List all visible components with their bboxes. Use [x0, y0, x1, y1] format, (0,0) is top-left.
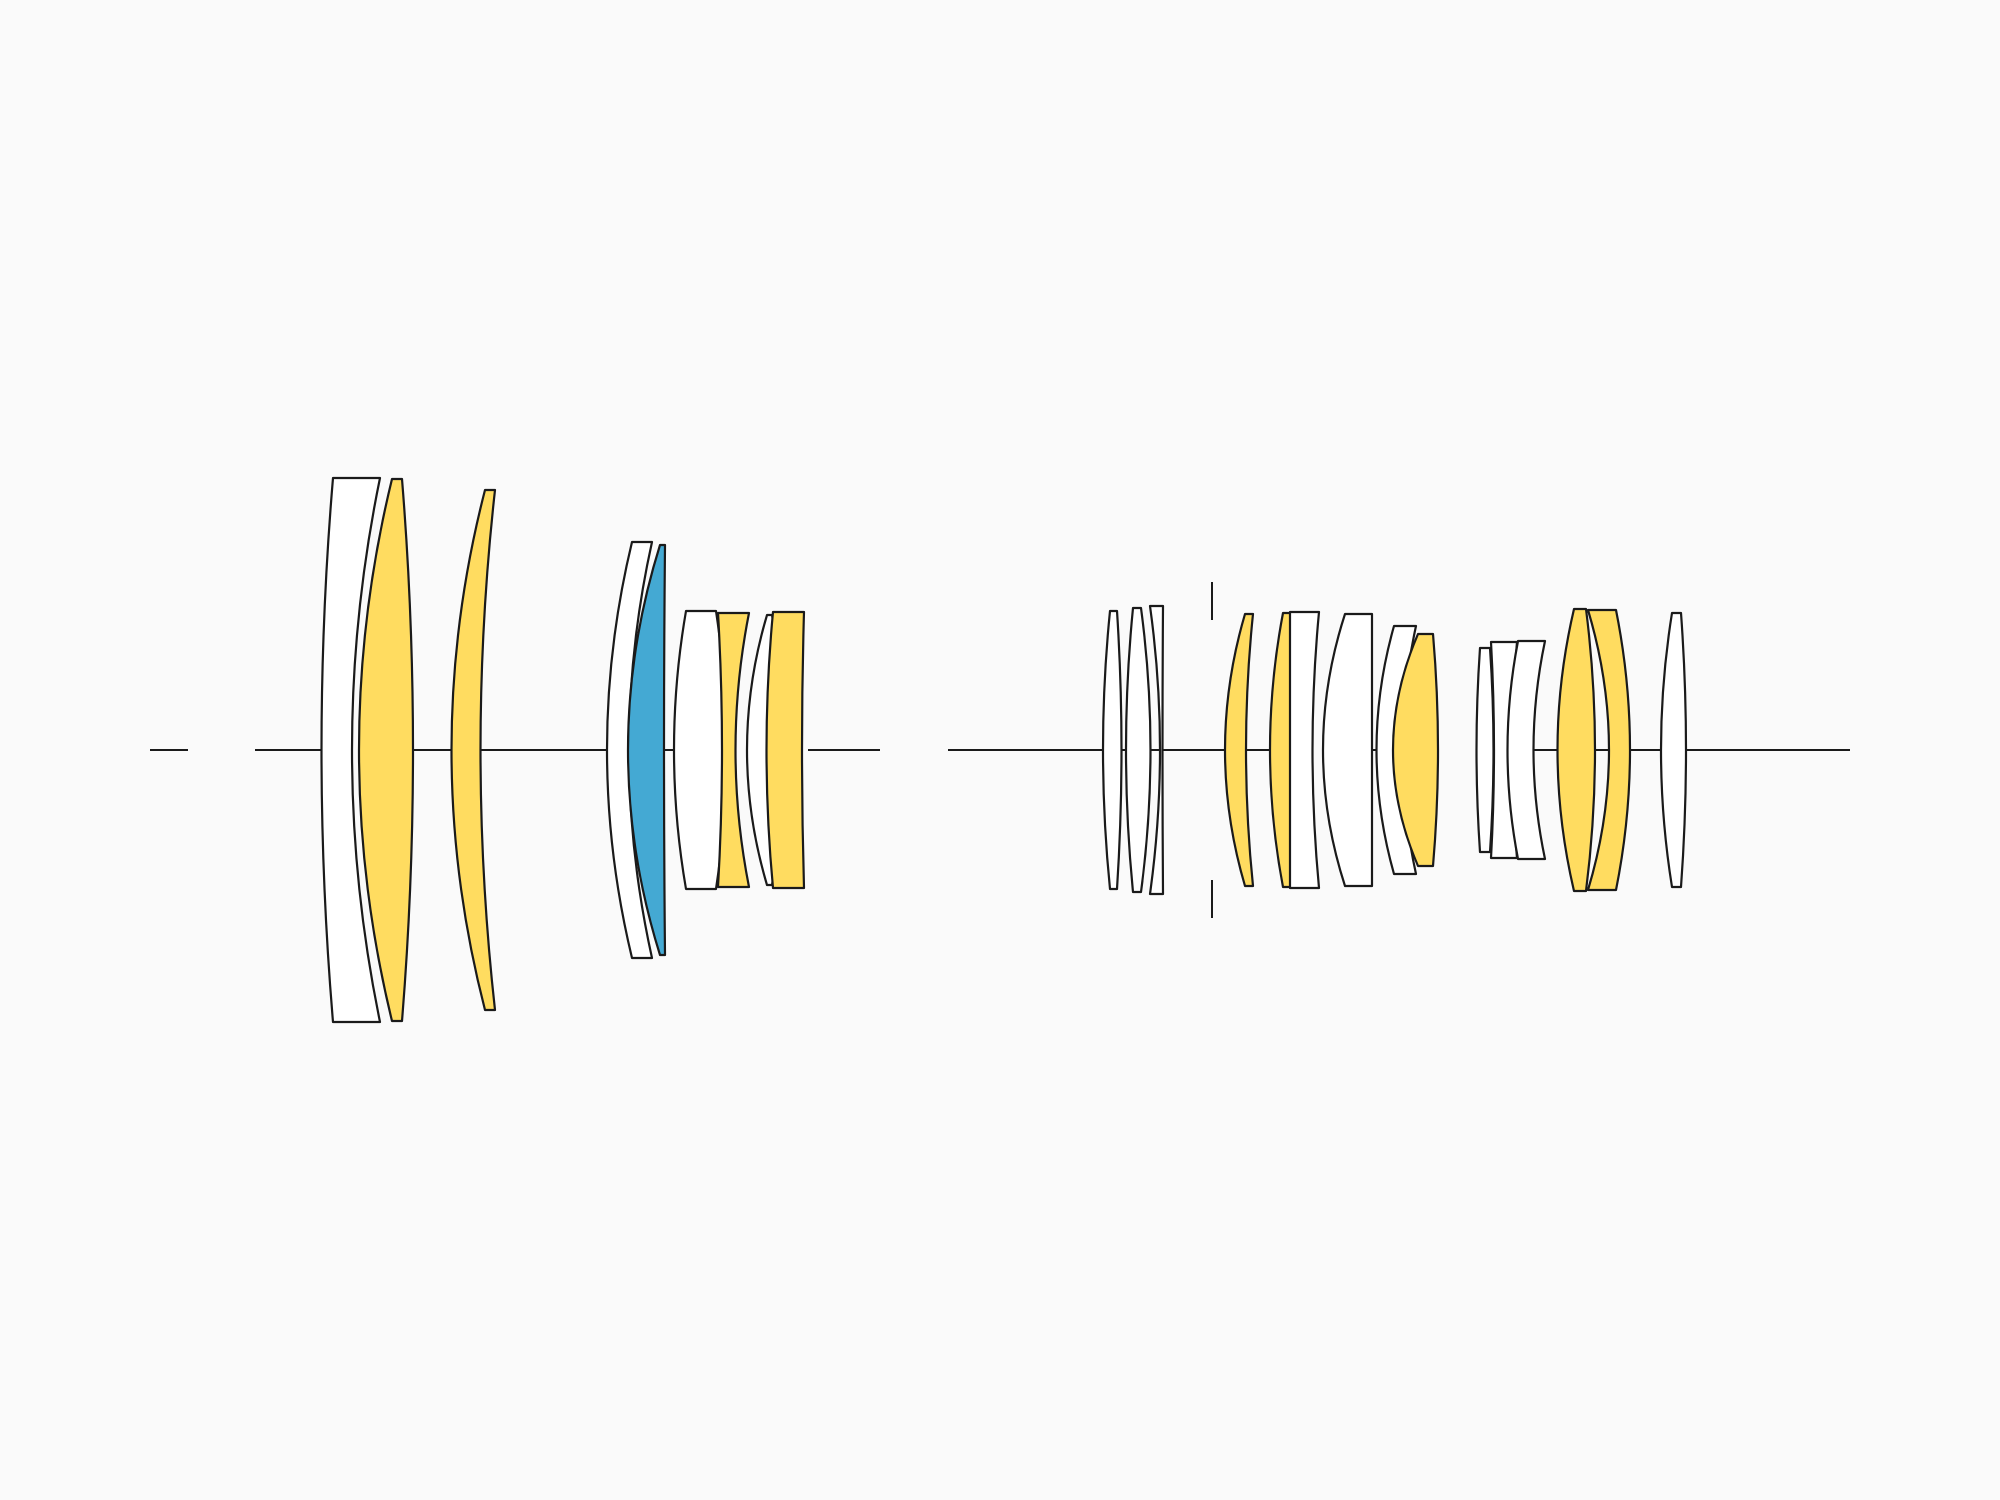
lens-element-22 — [1556, 607, 1597, 893]
lens-element-11 — [1124, 606, 1152, 894]
lens-element-24 — [1659, 611, 1688, 889]
lens-element-7 — [716, 611, 751, 889]
lens-element-23 — [1586, 608, 1632, 892]
lens-element-3 — [450, 488, 497, 1012]
lens-elements — [320, 476, 1688, 1024]
lens-element-21 — [1506, 639, 1547, 861]
lens-element-2 — [357, 477, 415, 1023]
lens-element-12 — [1148, 604, 1165, 896]
lens-element-6 — [672, 609, 728, 891]
lens-element-16 — [1321, 612, 1374, 888]
lens-element-19 — [1475, 646, 1495, 854]
lens-element-10 — [1101, 609, 1123, 891]
lens-element-5 — [626, 543, 667, 957]
lens-element-9 — [765, 610, 806, 890]
lens-element-15 — [1288, 610, 1321, 890]
lens-element-13 — [1223, 612, 1255, 888]
lens-element-18 — [1391, 632, 1440, 868]
lens-element-1 — [320, 476, 382, 1024]
